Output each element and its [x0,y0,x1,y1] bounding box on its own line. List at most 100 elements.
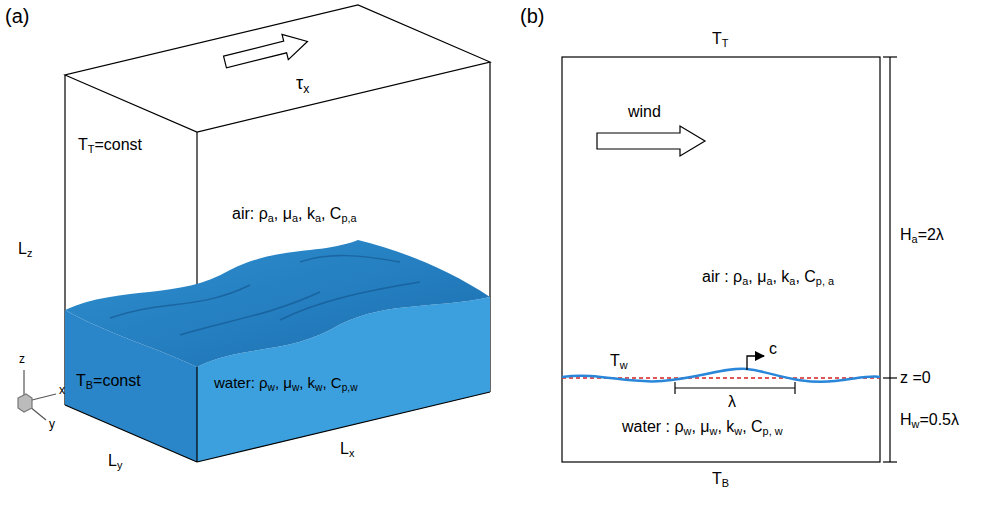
axis-triad [18,370,56,420]
level-label: z =0 [900,369,931,387]
wind-label: wind [628,103,661,121]
label-text: , k [772,268,789,285]
boundary-label: TT [712,30,728,50]
boundary-label: TB=const [76,372,141,392]
water-body [65,240,490,462]
subscript: z [27,247,32,259]
panel-tag: (b) [520,5,544,27]
dimension-label: Ly [108,452,122,472]
label-text: λ [728,393,736,410]
subscript: a [268,212,274,224]
property-label: water : ρw, μw, kw, Cp, w [622,418,783,438]
label-text: c [769,340,777,357]
dimension-label: Lz [18,240,32,260]
label-text: , C [321,205,341,222]
label-text: , μ [275,374,292,391]
subscript: w [912,418,920,430]
label-text: L [18,240,27,257]
label-text: T [712,30,722,47]
label-text: , μ [274,205,292,222]
subscript: a [742,275,748,287]
panel-tag: (a) [5,5,29,27]
subscript: a [292,212,298,224]
property-label: air: ρa, μa, ka, Cp,a [232,205,357,225]
subscript: w [620,359,628,371]
height-dimension [883,57,897,462]
dimension-label: Hw=0.5λ [900,411,959,431]
subscript: p,w [342,382,358,393]
subscript: T [88,143,95,155]
label-text: , μ [691,418,709,435]
label-text: wind [628,103,661,120]
domain-box [65,5,490,462]
label-text: L [108,452,117,469]
label-text: T [610,352,620,369]
subscript: w [315,382,322,393]
subscript: a [315,212,321,224]
phase-speed-arrow [747,356,764,370]
label-text: , μ [748,268,766,285]
domain-section [562,57,880,462]
subscript: w [684,425,692,437]
speed-label: c [769,340,777,358]
label-text: water : ρ [622,418,684,435]
axis-label: y [49,418,55,431]
label-text: T [78,136,88,153]
label-text: , k [299,374,315,391]
label-text: H [900,226,912,243]
subscript: y [117,459,122,471]
label-text: =const [94,136,142,153]
subscript: w [734,425,742,437]
label-text: , C [322,374,341,391]
wave-profile [562,369,880,382]
label-text: =0.5λ [919,411,959,428]
label-text: =2λ [918,226,944,243]
label-text: water: ρ [214,374,268,391]
subscript: B [722,477,729,489]
label-text: z =0 [900,369,931,386]
label-text: z [19,352,25,366]
axis-label: z [19,353,25,366]
wavelength-bracket [675,382,795,394]
boundary-label: TB [712,470,729,490]
wavelength-label: λ [728,393,736,411]
label-text: (b) [520,5,544,27]
label-text: L [340,440,349,457]
subscript: a [766,275,772,287]
subscript: T [722,37,729,49]
label-text: (a) [5,5,29,27]
label-text: T [76,372,86,389]
boundary-label: TT=const [78,136,142,156]
label-text: air : ρ [702,268,742,285]
subscript: x [303,82,309,96]
label-text: =const [93,372,141,389]
label-text: , C [795,268,815,285]
subscript: p,a [341,212,356,224]
label-text: , k [298,205,315,222]
label-text: x [59,383,65,397]
subscript: a [912,233,918,245]
subscript: p, w [763,425,783,437]
label-text: H [900,411,912,428]
label-text: τ [296,73,303,93]
axis-label: x [59,384,65,397]
subscript: x [349,447,354,459]
wind-arrow [597,126,705,156]
subscript: w [710,425,718,437]
label-text: , k [717,418,734,435]
property-label: water: ρw, μw, kw, Cp,w [214,375,358,393]
dimension-label: Lx [340,440,354,460]
subscript: a [789,275,795,287]
label-text: air: ρ [232,205,268,222]
stress-label: τx [296,74,309,96]
stress-arrow [222,29,311,75]
subscript: w [292,382,299,393]
subscript: w [268,382,275,393]
subscript: B [86,379,93,391]
property-label: air : ρa, μa, ka, Cp, a [702,268,834,288]
interface-label: Tw [610,352,628,372]
label-text: , C [742,418,762,435]
subscript: p, a [816,275,834,287]
dimension-label: Ha=2λ [900,226,944,246]
